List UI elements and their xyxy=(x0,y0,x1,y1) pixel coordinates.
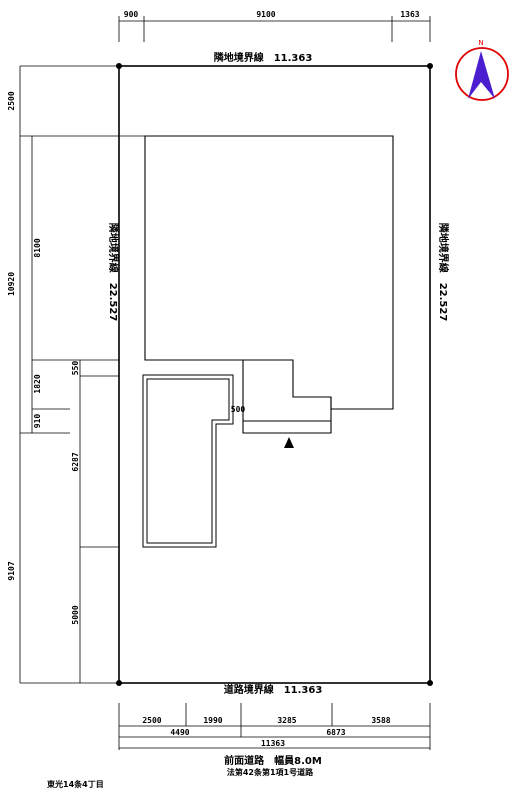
inner-dim-500: 500 xyxy=(231,405,246,414)
carport-outline xyxy=(142,374,234,548)
bottom-dim-2500: 2500 xyxy=(142,716,161,725)
bottom-dim-4490: 4490 xyxy=(170,728,189,737)
boundary-corner-tr xyxy=(427,63,433,69)
road-width-label: 前面道路 幅員8.0M xyxy=(224,754,322,767)
road-class-label: 法第42条第1項1号道路 xyxy=(227,767,314,777)
left-dim-6287: 6287 xyxy=(71,452,80,471)
left-dim-5000: 5000 xyxy=(71,605,80,624)
boundary-corner-bl xyxy=(116,680,122,686)
top-dimension-line xyxy=(118,16,431,42)
site-boundary xyxy=(118,65,431,684)
left-boundary-label: 隣地境界線 22.527 xyxy=(107,223,120,322)
left-dim-10920: 10920 xyxy=(7,272,16,296)
bottom-dim-3285: 3285 xyxy=(277,716,296,725)
bottom-boundary-label: 道路境界線 11.363 xyxy=(224,683,323,696)
bottom-dim-total: 11363 xyxy=(261,739,285,748)
boundary-corner-br xyxy=(427,680,433,686)
entrance-block xyxy=(242,360,332,434)
left-dimension-lines xyxy=(19,65,145,684)
left-dim-1820: 1820 xyxy=(33,374,42,393)
top-dim-9100: 9100 xyxy=(256,10,275,19)
right-boundary-label: 隣地境界線 22.527 xyxy=(437,223,450,322)
left-dim-910: 910 xyxy=(33,414,42,429)
bottom-dim-1990: 1990 xyxy=(203,716,222,725)
bottom-dim-3588: 3588 xyxy=(371,716,390,725)
bottom-dim-6873: 6873 xyxy=(326,728,345,737)
top-dim-900: 900 xyxy=(124,10,139,19)
left-dim-550: 550 xyxy=(71,361,80,376)
left-dim-9107: 9107 xyxy=(7,561,16,580)
top-boundary-label: 隣地境界線 11.363 xyxy=(214,51,313,64)
location-label: 東光14条4丁目 xyxy=(47,779,104,789)
north-compass-icon: N xyxy=(455,39,509,101)
left-dim-8100: 8100 xyxy=(33,238,42,257)
compass-north-label: N xyxy=(478,39,483,47)
top-dim-1363: 1363 xyxy=(400,10,419,19)
main-building xyxy=(144,135,394,410)
left-dim-2500: 2500 xyxy=(7,91,16,110)
boundary-corner-tl xyxy=(116,63,122,69)
bottom-dimension-lines xyxy=(118,703,431,750)
entrance-marker-icon xyxy=(284,437,294,448)
